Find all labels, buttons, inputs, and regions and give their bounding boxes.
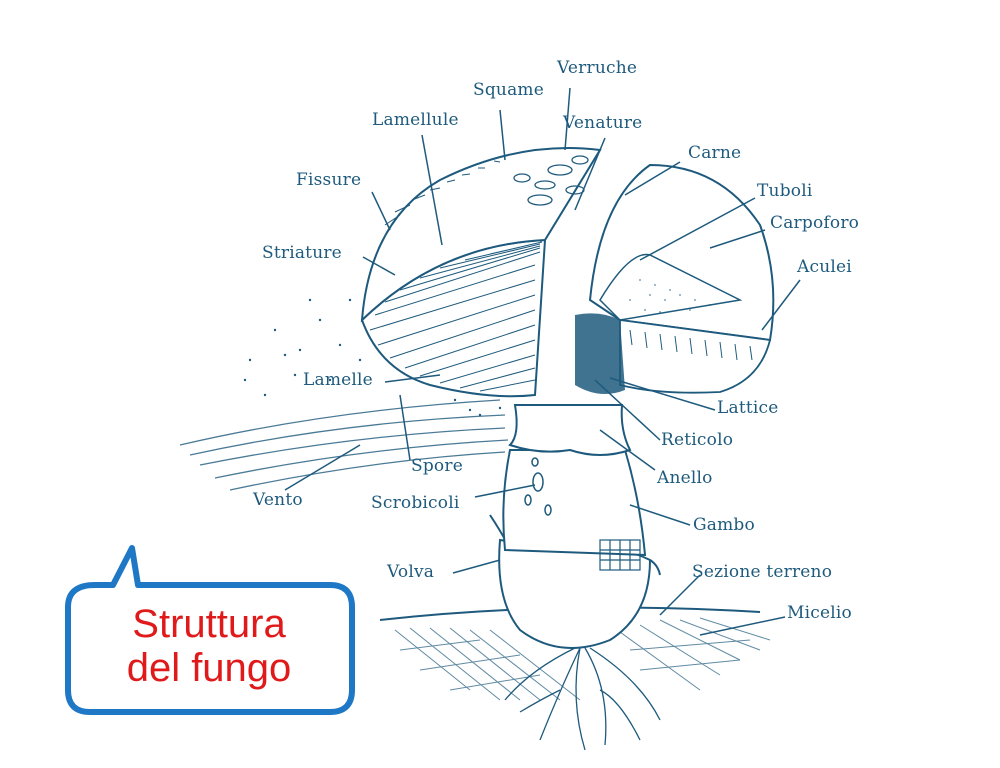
label-squame: Squame [473, 80, 544, 100]
label-lattice: Lattice [717, 398, 779, 418]
label-anello: Anello [657, 468, 713, 488]
label-carne: Carne [688, 143, 742, 163]
label-striature: Striature [262, 243, 342, 263]
label-lamellule: Lamellule [372, 110, 459, 130]
label-verruche: Verruche [557, 58, 638, 78]
volva [498, 538, 652, 649]
label-lamelle: Lamelle [303, 370, 373, 390]
label-reticolo: Reticolo [661, 430, 734, 450]
stem [502, 449, 647, 557]
title-line-2: del fungo [126, 646, 292, 690]
cap-top [360, 147, 602, 323]
label-vento: Vento [253, 490, 303, 510]
mycelium-roots [504, 647, 661, 751]
spore-cloud [243, 298, 502, 417]
label-gambo: Gambo [693, 515, 755, 535]
title-line-1: Struttura [132, 602, 286, 646]
warts [513, 155, 589, 206]
label-sezione-terreno: Sezione terreno [692, 562, 833, 582]
gills [369, 241, 543, 392]
latex-area [575, 313, 625, 394]
label-scrobicoli: Scrobicoli [371, 493, 460, 513]
wind-streams [179, 399, 509, 491]
scales-fringe [384, 160, 501, 226]
label-spore: Spore [411, 456, 463, 476]
label-aculei: Aculei [797, 257, 852, 277]
label-volva: Volva [387, 562, 435, 582]
label-tuboli: Tuboli [757, 181, 813, 201]
hedgehog-underside [619, 318, 772, 394]
label-carpoforo: Carpoforo [770, 213, 860, 233]
ring [508, 404, 632, 456]
label-venature: Venature [563, 113, 643, 133]
stem-section [599, 539, 641, 571]
tubes-texture [629, 279, 711, 313]
speech-bubble [65, 545, 355, 715]
label-fissure: Fissure [296, 170, 362, 190]
leader-lines [284, 87, 801, 636]
diagram-title: Struttura del fungo [78, 602, 340, 690]
label-micelio: Micelio [787, 603, 852, 623]
scrobicoli-pits [524, 457, 552, 516]
